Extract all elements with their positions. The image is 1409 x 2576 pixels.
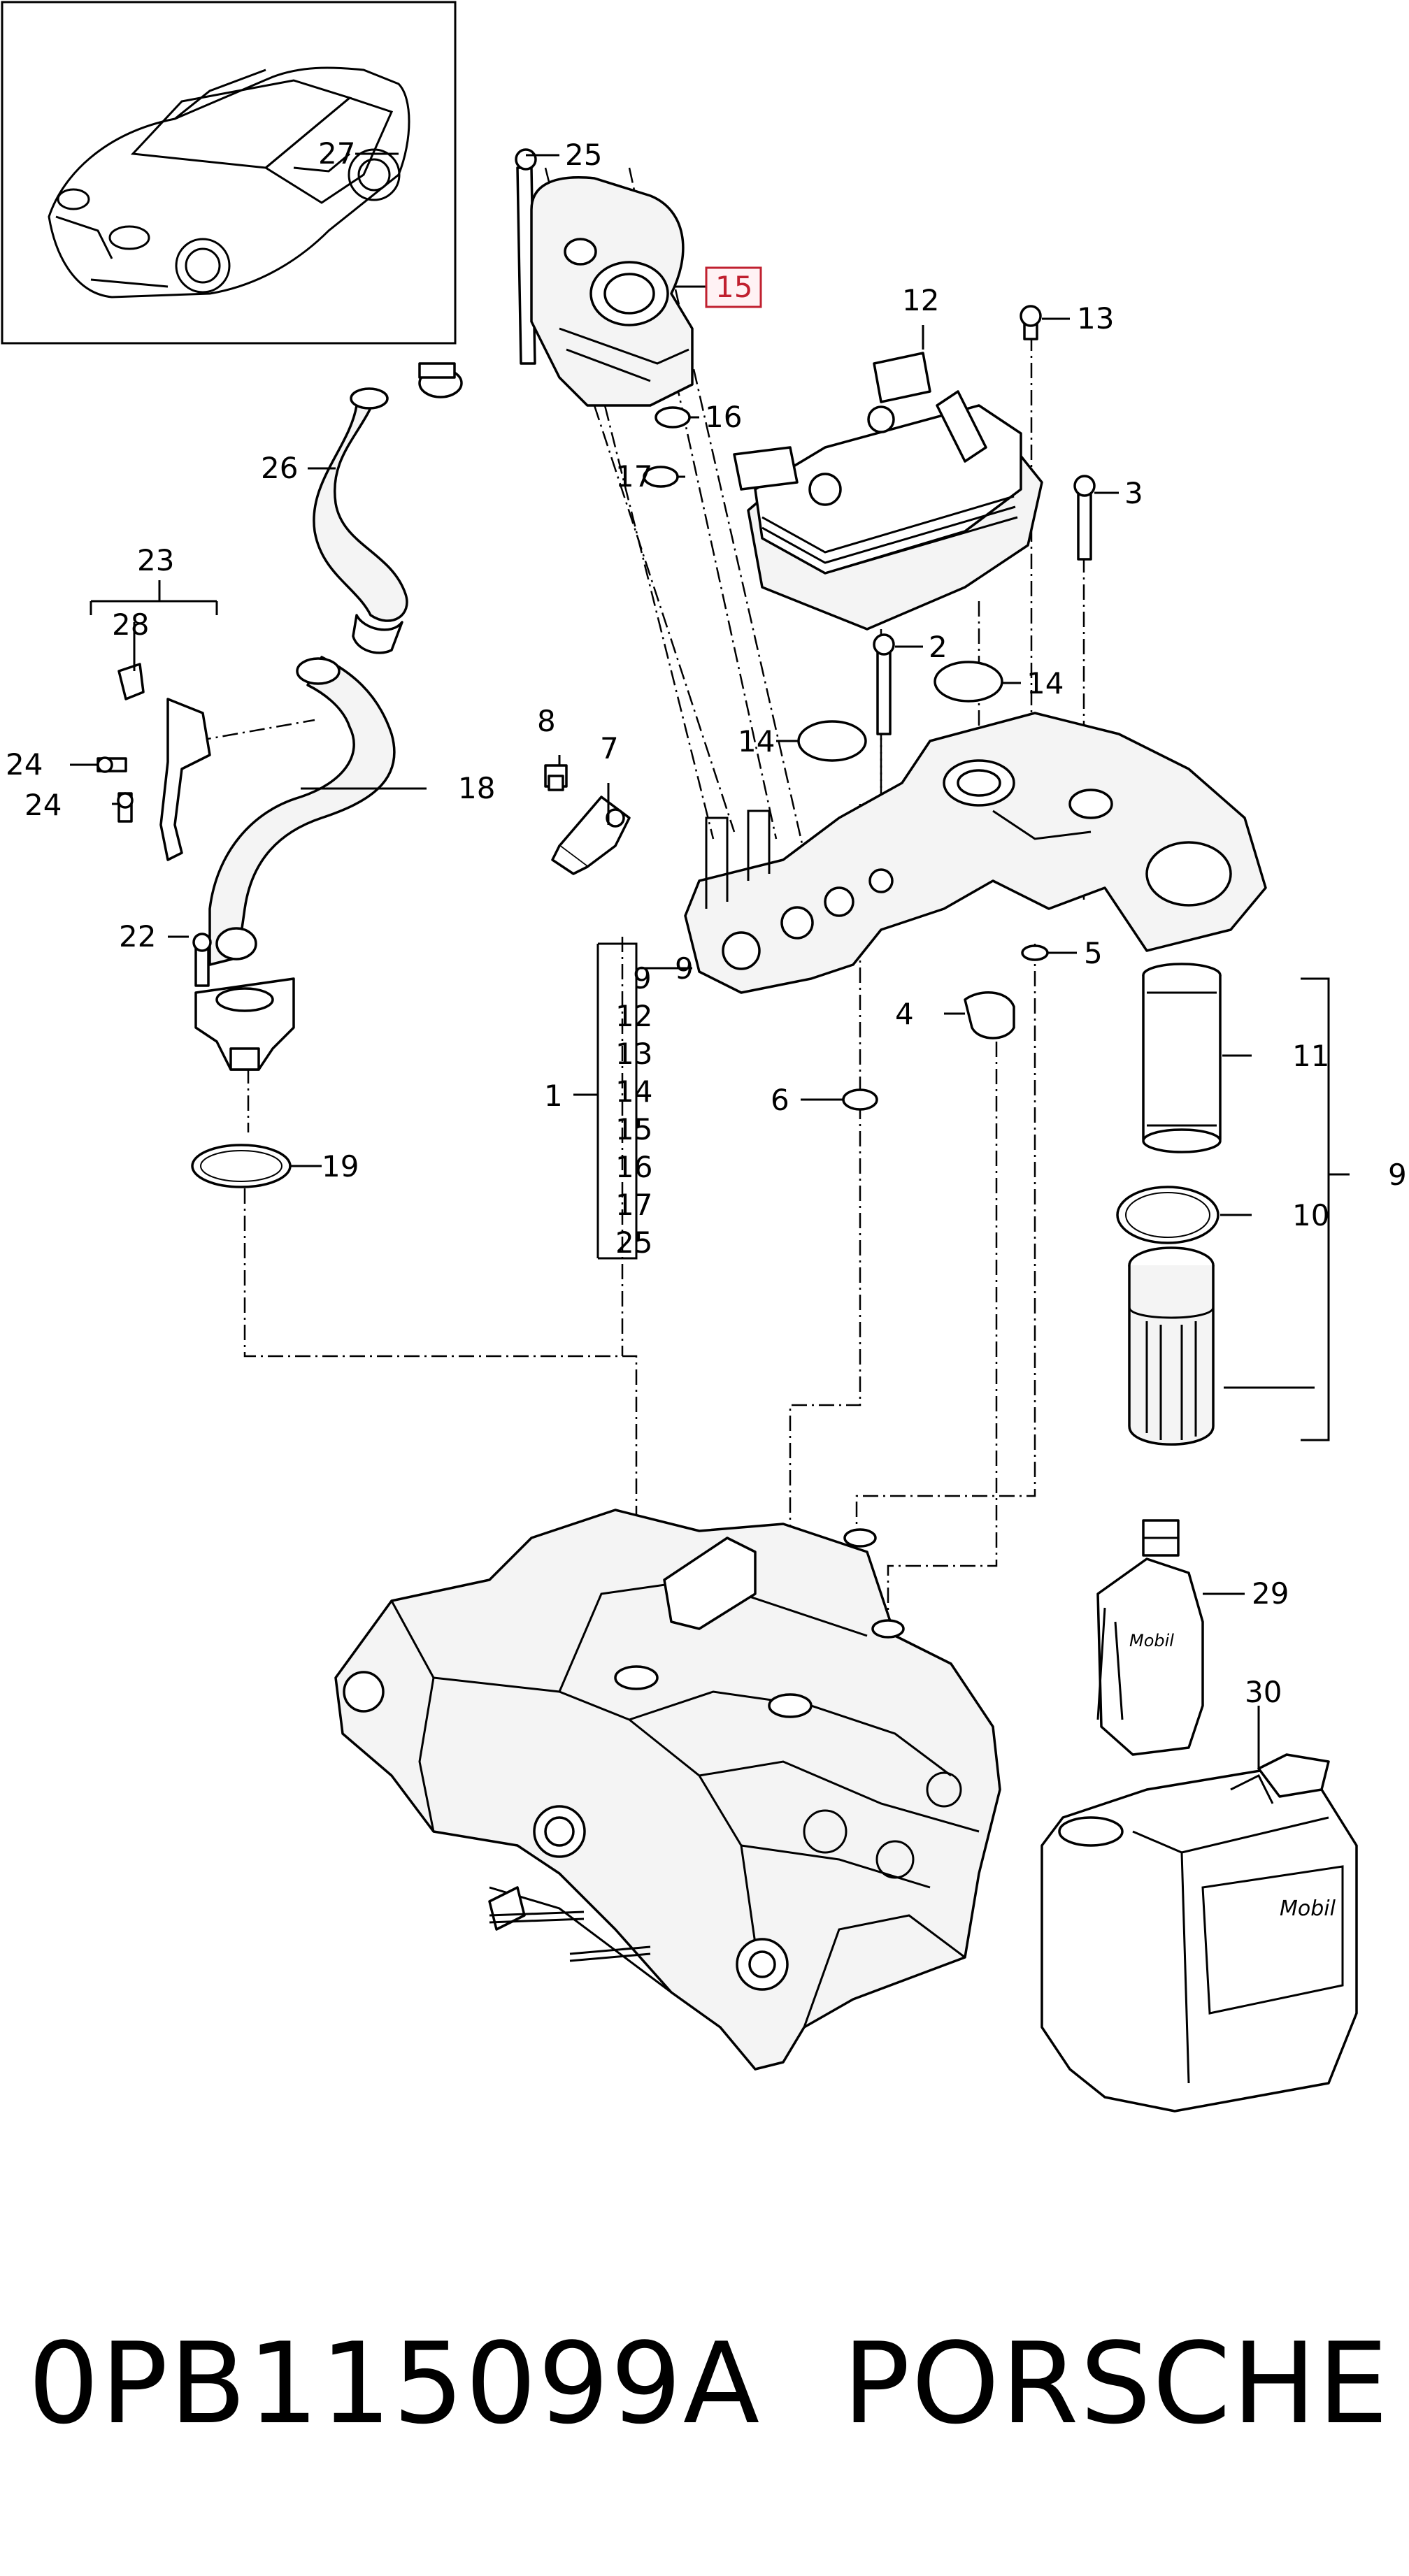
callout-17: 17 [615,459,652,494]
callout-5: 5 [1084,936,1103,970]
filter-cup [1128,1246,1215,1446]
hose-26 [313,387,408,654]
bolt-8 [544,764,568,791]
callout-13: 13 [1077,301,1114,336]
gasket-4 [964,991,1015,1039]
oil-bottle-29: Mobil [1096,1519,1204,1756]
callout-23: 23 [137,543,174,577]
seal-5 [1021,944,1049,961]
callout-14-left: 14 [738,724,775,758]
canister-brand-label: Mobil [1280,1897,1336,1921]
oil-cooler [733,352,1043,631]
sensor-7 [551,796,631,875]
callout-10: 10 [1292,1198,1329,1232]
callout-27: 27 [318,136,355,171]
group1-item: 13 [615,1037,652,1071]
bottle-brand-label: Mobil [1129,1631,1174,1650]
callout-26: 26 [261,451,298,485]
brand-name: PORSCHE [843,2318,1390,2449]
seal-6 [842,1088,878,1111]
callout-24-bottom: 24 [24,788,62,822]
callout-14-right: 14 [1027,666,1064,700]
thermostat-housing [192,933,295,1071]
callout-11: 11 [1292,1039,1329,1073]
engine-block [334,1509,1001,2071]
callout-25: 25 [565,138,602,172]
highlight-box-15 [705,266,762,308]
oil-filter-element [1142,963,1222,1153]
bolt-24-bottom [117,792,134,823]
group1-item: 17 [615,1188,652,1222]
callout-labels: 25 15 16 17 12 13 3 2 14 14 8 7 5 4 6 27… [6,136,1407,1709]
callout-4: 4 [895,997,914,1031]
callout-19: 19 [322,1149,359,1183]
group1-item: 12 [615,999,652,1033]
oil-canister-30: Mobil [1040,1753,1358,2113]
bolt-24-top [96,756,127,773]
callout-1: 1 [544,1079,563,1113]
bolt-2 [873,633,895,735]
callout-24-top: 24 [6,747,43,782]
callout-8: 8 [537,704,556,738]
group1-item: 16 [615,1150,652,1184]
group1-item: 25 [615,1225,652,1260]
callout-7: 7 [600,731,619,765]
callout-29: 29 [1252,1576,1289,1611]
callout-6: 6 [771,1083,789,1117]
callout-22: 22 [119,919,156,954]
callout-12: 12 [902,283,939,317]
seal-16 [655,406,691,429]
car-thumbnail [1,1,457,345]
oil-filler-housing [515,148,694,407]
oil-filter-bracket [684,712,1267,994]
callout-2: 2 [929,630,947,664]
callout-15: 15 [715,270,752,304]
seal-14-right [934,661,1003,703]
part-number: 0PB115099A [28,2318,761,2449]
callout-16: 16 [705,400,742,434]
bolt-13 [1020,305,1042,340]
callout-3: 3 [1124,476,1143,510]
group1-item: 14 [615,1074,652,1109]
bracket-23 [117,663,211,861]
callout-28: 28 [112,607,149,642]
oring-10 [1116,1186,1220,1244]
callout-30: 30 [1245,1675,1282,1709]
group1-item: 9 [633,961,652,995]
bolt-3 [1073,475,1096,561]
seal-14-left [797,720,867,762]
callout-9-right: 9 [1388,1158,1407,1192]
callout-9-pointer: 9 [675,951,694,986]
callout-18: 18 [458,771,495,805]
group1-item: 15 [615,1112,652,1146]
leader-lines [70,152,1350,1769]
clamp-27 [418,362,463,398]
hose-18 [208,656,396,966]
